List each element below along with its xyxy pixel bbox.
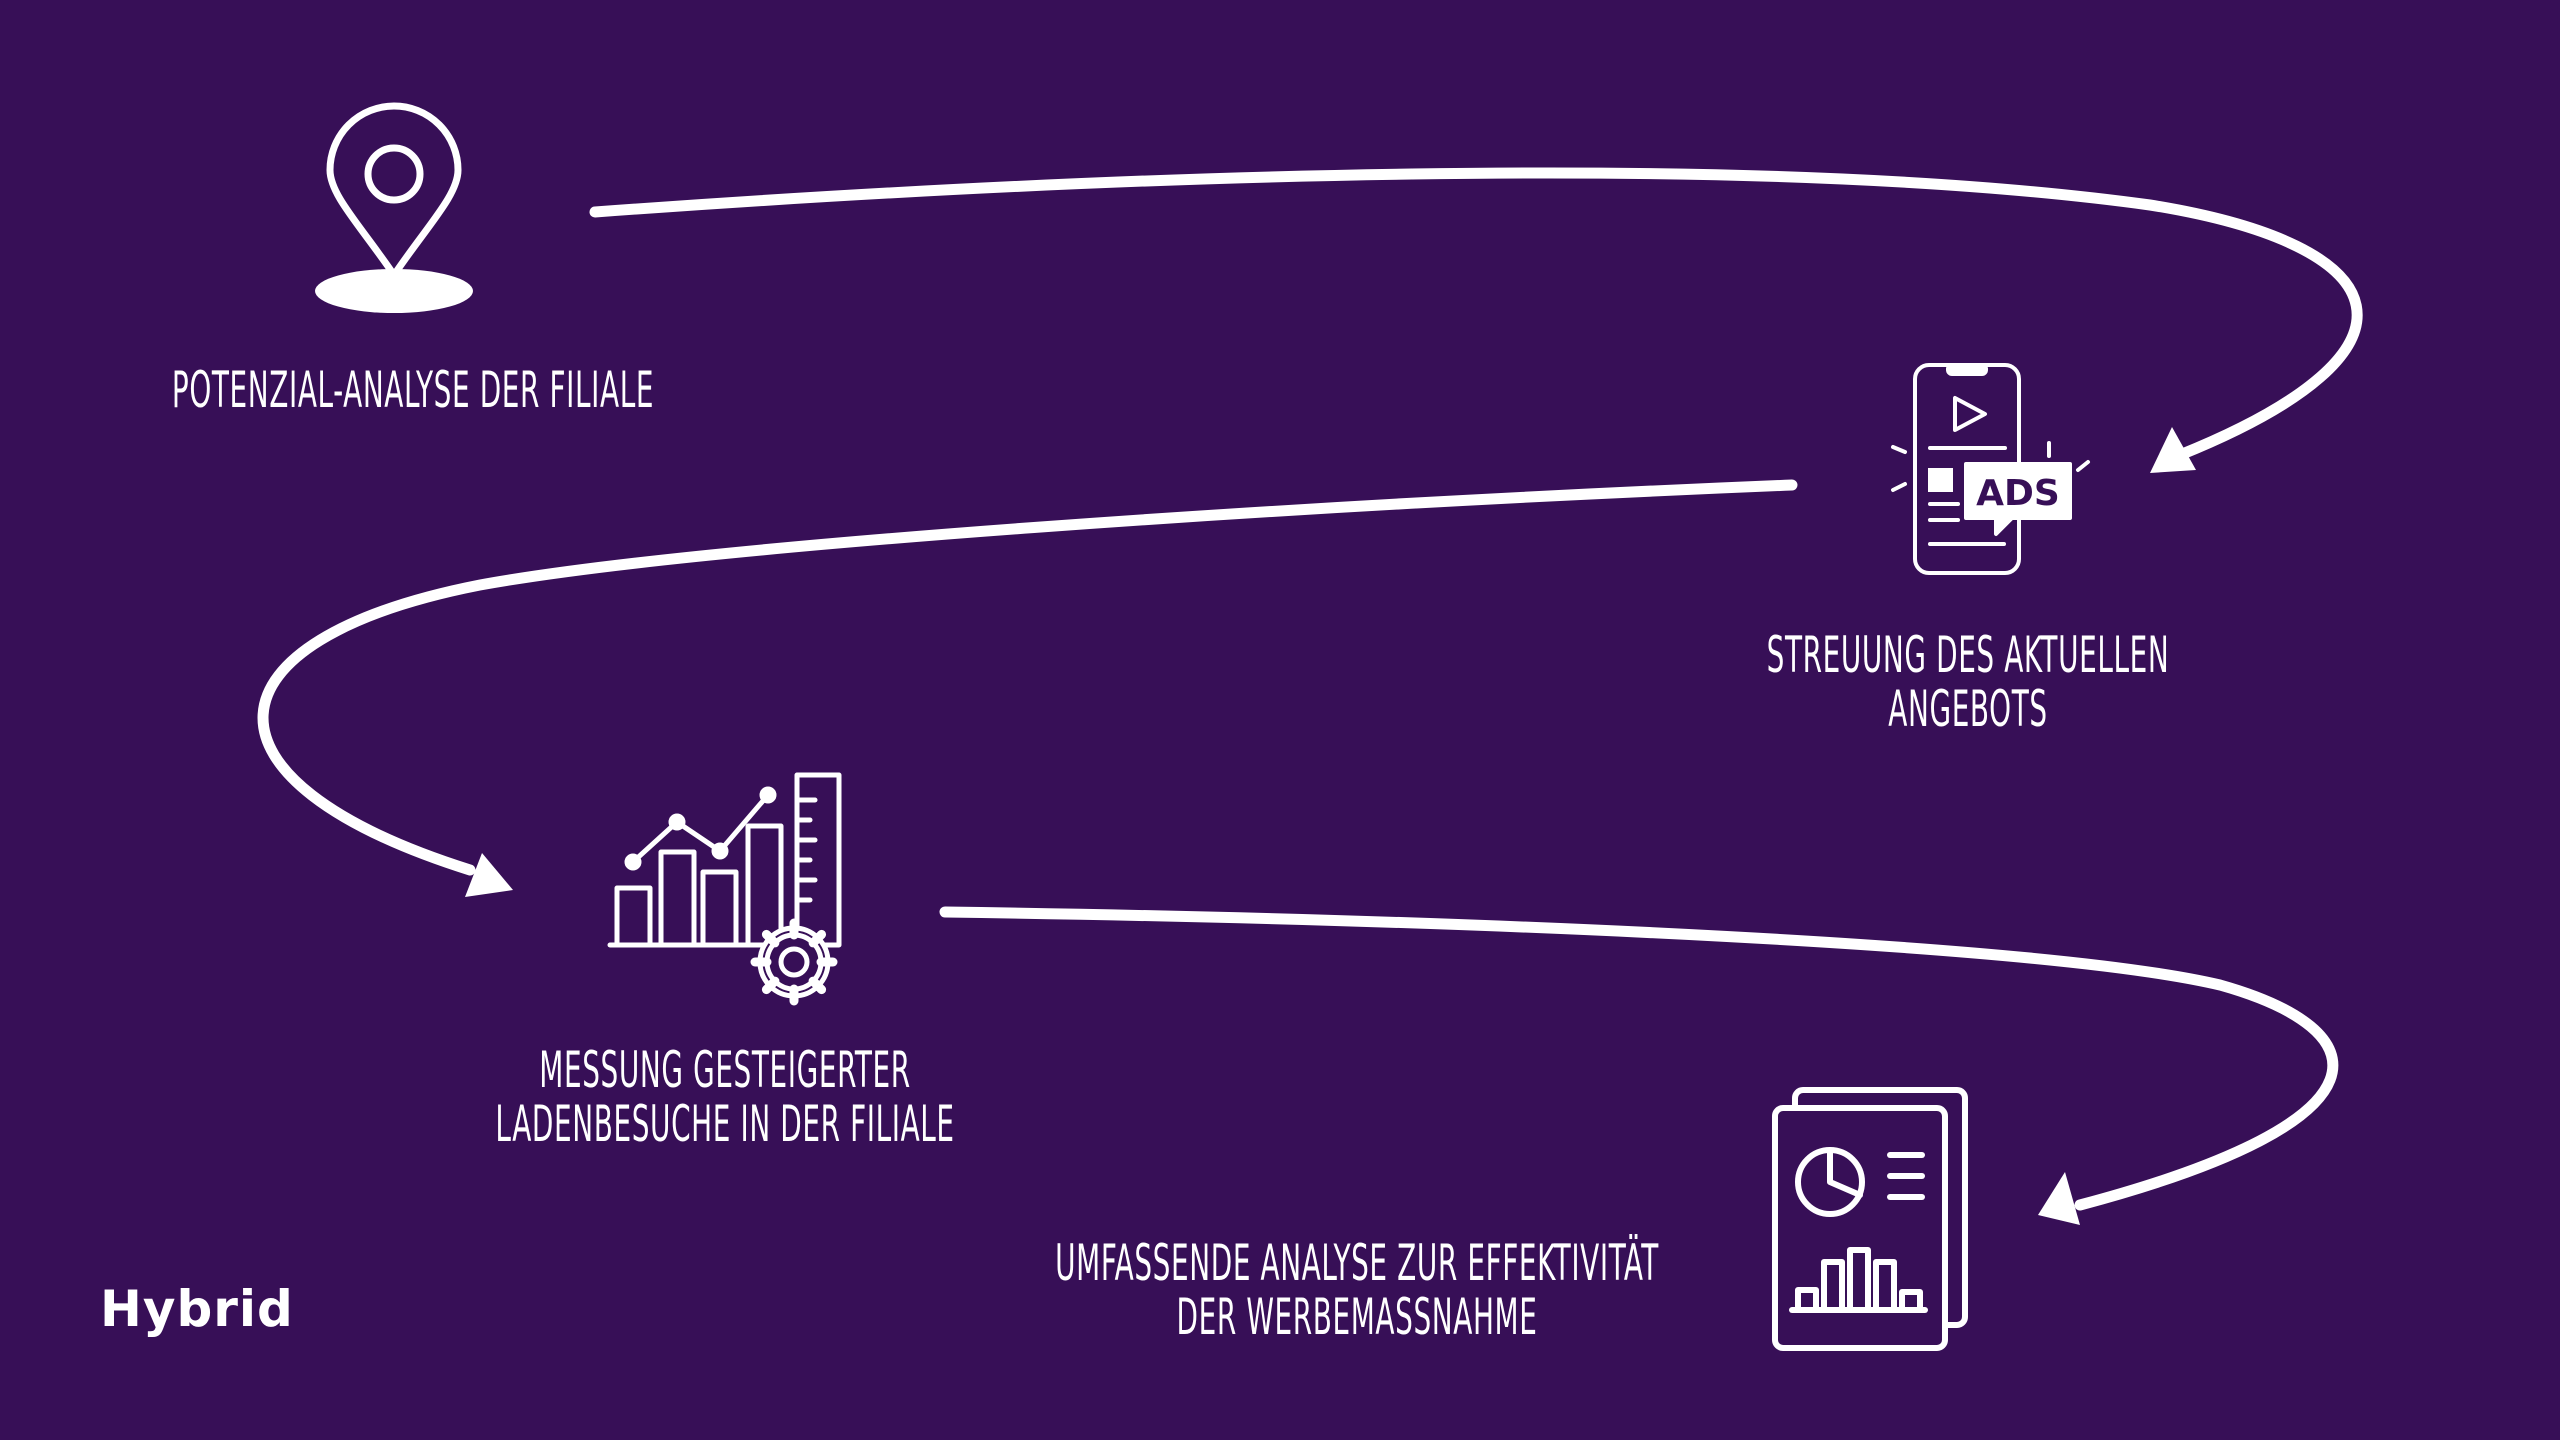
- flow-arrow-1: [589, 167, 2363, 461]
- growth-chart-gear-icon: [607, 772, 842, 1006]
- step-4-label-line-2: DER WERBEMAßNAHME: [1176, 1288, 1538, 1346]
- step-2-label: STREUUNG DES AKTUELLEN ANGEBOTS: [1720, 628, 2216, 736]
- map-pin-icon: [315, 102, 473, 313]
- arrowhead-2: [465, 853, 513, 897]
- flow-arrow-3: [939, 906, 2339, 1211]
- step-2-label-line-2: ANGEBOTS: [1888, 680, 2048, 738]
- smartphone-ads-icon: [1891, 363, 2090, 575]
- analytics-report-icon: [1772, 1087, 1968, 1351]
- step-1-label-text: POTENZIAL-ANALYSE DER FILIALE: [171, 361, 655, 419]
- hybrid-logo-text: Hybrid: [100, 1280, 294, 1338]
- arrowhead-1: [2150, 427, 2196, 473]
- step-4-label: UMFASSENDE ANALYSE ZUR EFFEKTIVITÄT DER …: [985, 1236, 1729, 1344]
- flow-arrow-2: [257, 479, 1798, 876]
- step-1-label: POTENZIAL-ANALYSE DER FILIALE: [122, 363, 705, 417]
- hybrid-logo: Hybrid: [100, 1280, 294, 1338]
- arrowhead-3: [2038, 1172, 2080, 1225]
- step-3-label-line-2: LADENBESUCHE IN DER FILIALE: [495, 1095, 955, 1153]
- step-3-label: MESSUNG GESTEIGERTER LADENBESUCHE IN DER…: [446, 1043, 1004, 1151]
- step-2-label-line-1: STREUUNG DES AKTUELLEN: [1766, 626, 2170, 684]
- step-3-label-line-1: MESSUNG GESTEIGERTER: [539, 1041, 911, 1099]
- step-4-label-line-1: UMFASSENDE ANALYSE ZUR EFFEKTIVITÄT: [1055, 1234, 1659, 1292]
- ads-badge-text: ADS: [1976, 473, 2060, 514]
